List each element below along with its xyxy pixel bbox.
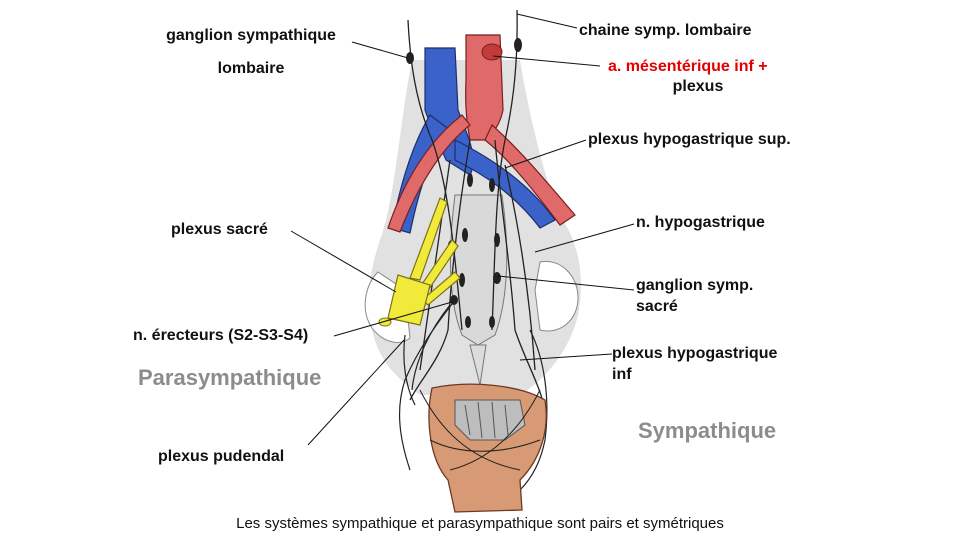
label-chaine-symp: chaine symp. lombaire: [579, 22, 752, 39]
right-iliac-wing: [534, 260, 579, 332]
label-plexus-sacre: plexus sacré: [171, 221, 268, 238]
label-parasympathique: Parasympathique: [138, 365, 322, 390]
label-mesenterique: a. mésentérique inf +: [608, 58, 768, 75]
label-erecteurs: n. érecteurs (S2-S3-S4): [133, 327, 309, 344]
label-n-hypogastrique: n. hypogastrique: [636, 214, 765, 231]
label-mesenterique-plexus: plexus: [672, 78, 724, 95]
inferior-plexus-network: [419, 389, 541, 471]
label-pudendal: plexus pudendal: [158, 448, 285, 465]
label-hypogastrique-inf-line1: plexus hypogastrique: [612, 345, 778, 362]
label-ganglion-sacre-line1: ganglion symp.: [636, 277, 754, 294]
label-hypogastrique-sup: plexus hypogastrique sup.: [588, 131, 791, 148]
label-ganglion-sacre-line2: sacré: [636, 298, 678, 315]
sacral-plexus: [387, 197, 461, 326]
label-ganglion-sympathique: ganglion sympathique: [150, 25, 352, 47]
right-iliac-vein: [454, 139, 556, 229]
left-iliac-artery: [387, 114, 471, 233]
pudendal-nerves: [398, 299, 548, 491]
label-lombaire: lombaire: [217, 60, 285, 77]
slide-caption: Les systèmes sympathique et parasympathi…: [236, 515, 724, 532]
mesenteric-artery-stump: [481, 43, 503, 61]
coccyx: [469, 344, 487, 386]
label-ganglion-sympathique-line1: ganglion sympathique: [166, 27, 336, 44]
leader-lines: [290, 13, 635, 446]
rectum-folds: [464, 401, 509, 439]
label-hypogastrique-inf-line2: inf: [612, 366, 632, 383]
right-iliac-artery: [484, 124, 576, 226]
label-sympathique: Sympathique: [638, 418, 777, 443]
